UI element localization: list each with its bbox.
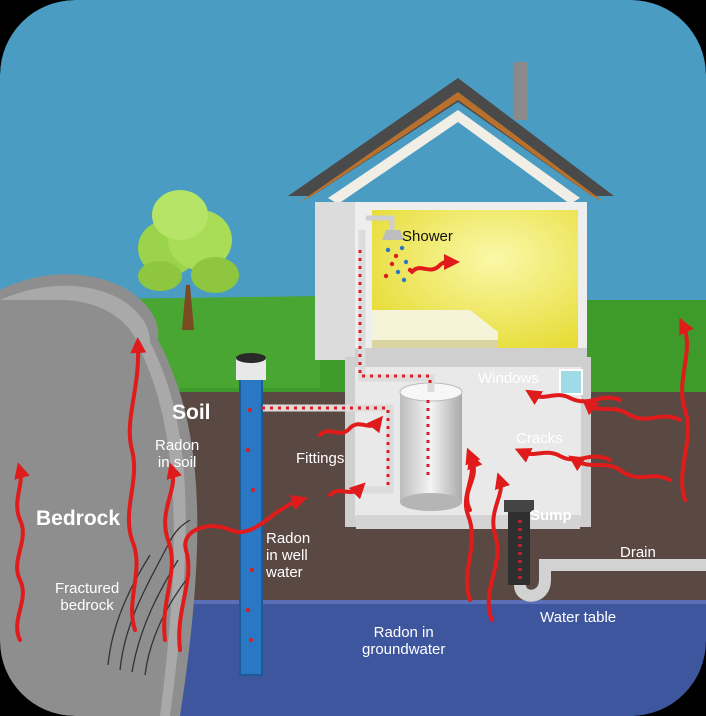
label-windows: Windows: [478, 370, 539, 387]
label-water-table: Water table: [540, 609, 617, 626]
label-cracks: Cracks: [516, 430, 563, 447]
label-shower: Shower: [402, 228, 453, 245]
radon-pipe-paths: [262, 250, 522, 580]
label-sump: Sump: [530, 507, 572, 524]
label-radon-in-well-water: Radon in well water: [266, 530, 311, 581]
water-tank: [399, 382, 463, 511]
bed: [372, 310, 498, 348]
plumbing-pipes: [258, 230, 435, 494]
radon-arrows: [14, 253, 694, 652]
label-bedrock: Bedrock: [36, 507, 121, 530]
label-radon-in-groundwater: Radon in groundwater: [362, 624, 446, 658]
shower-head-icon: [366, 215, 404, 240]
drain-pipe: [514, 559, 706, 602]
chimney: [514, 62, 528, 120]
label-soil: Soil: [172, 401, 211, 424]
label-radon-in-soil: Radon in soil: [155, 437, 200, 471]
window: [559, 369, 583, 395]
label-drain: Drain: [620, 544, 656, 561]
tree: [138, 190, 239, 330]
well: [236, 353, 266, 676]
bedrock-hill: [0, 274, 198, 716]
label-fractured-bedrock: Fractured bedrock: [55, 580, 120, 614]
label-fittings: Fittings: [296, 450, 345, 467]
